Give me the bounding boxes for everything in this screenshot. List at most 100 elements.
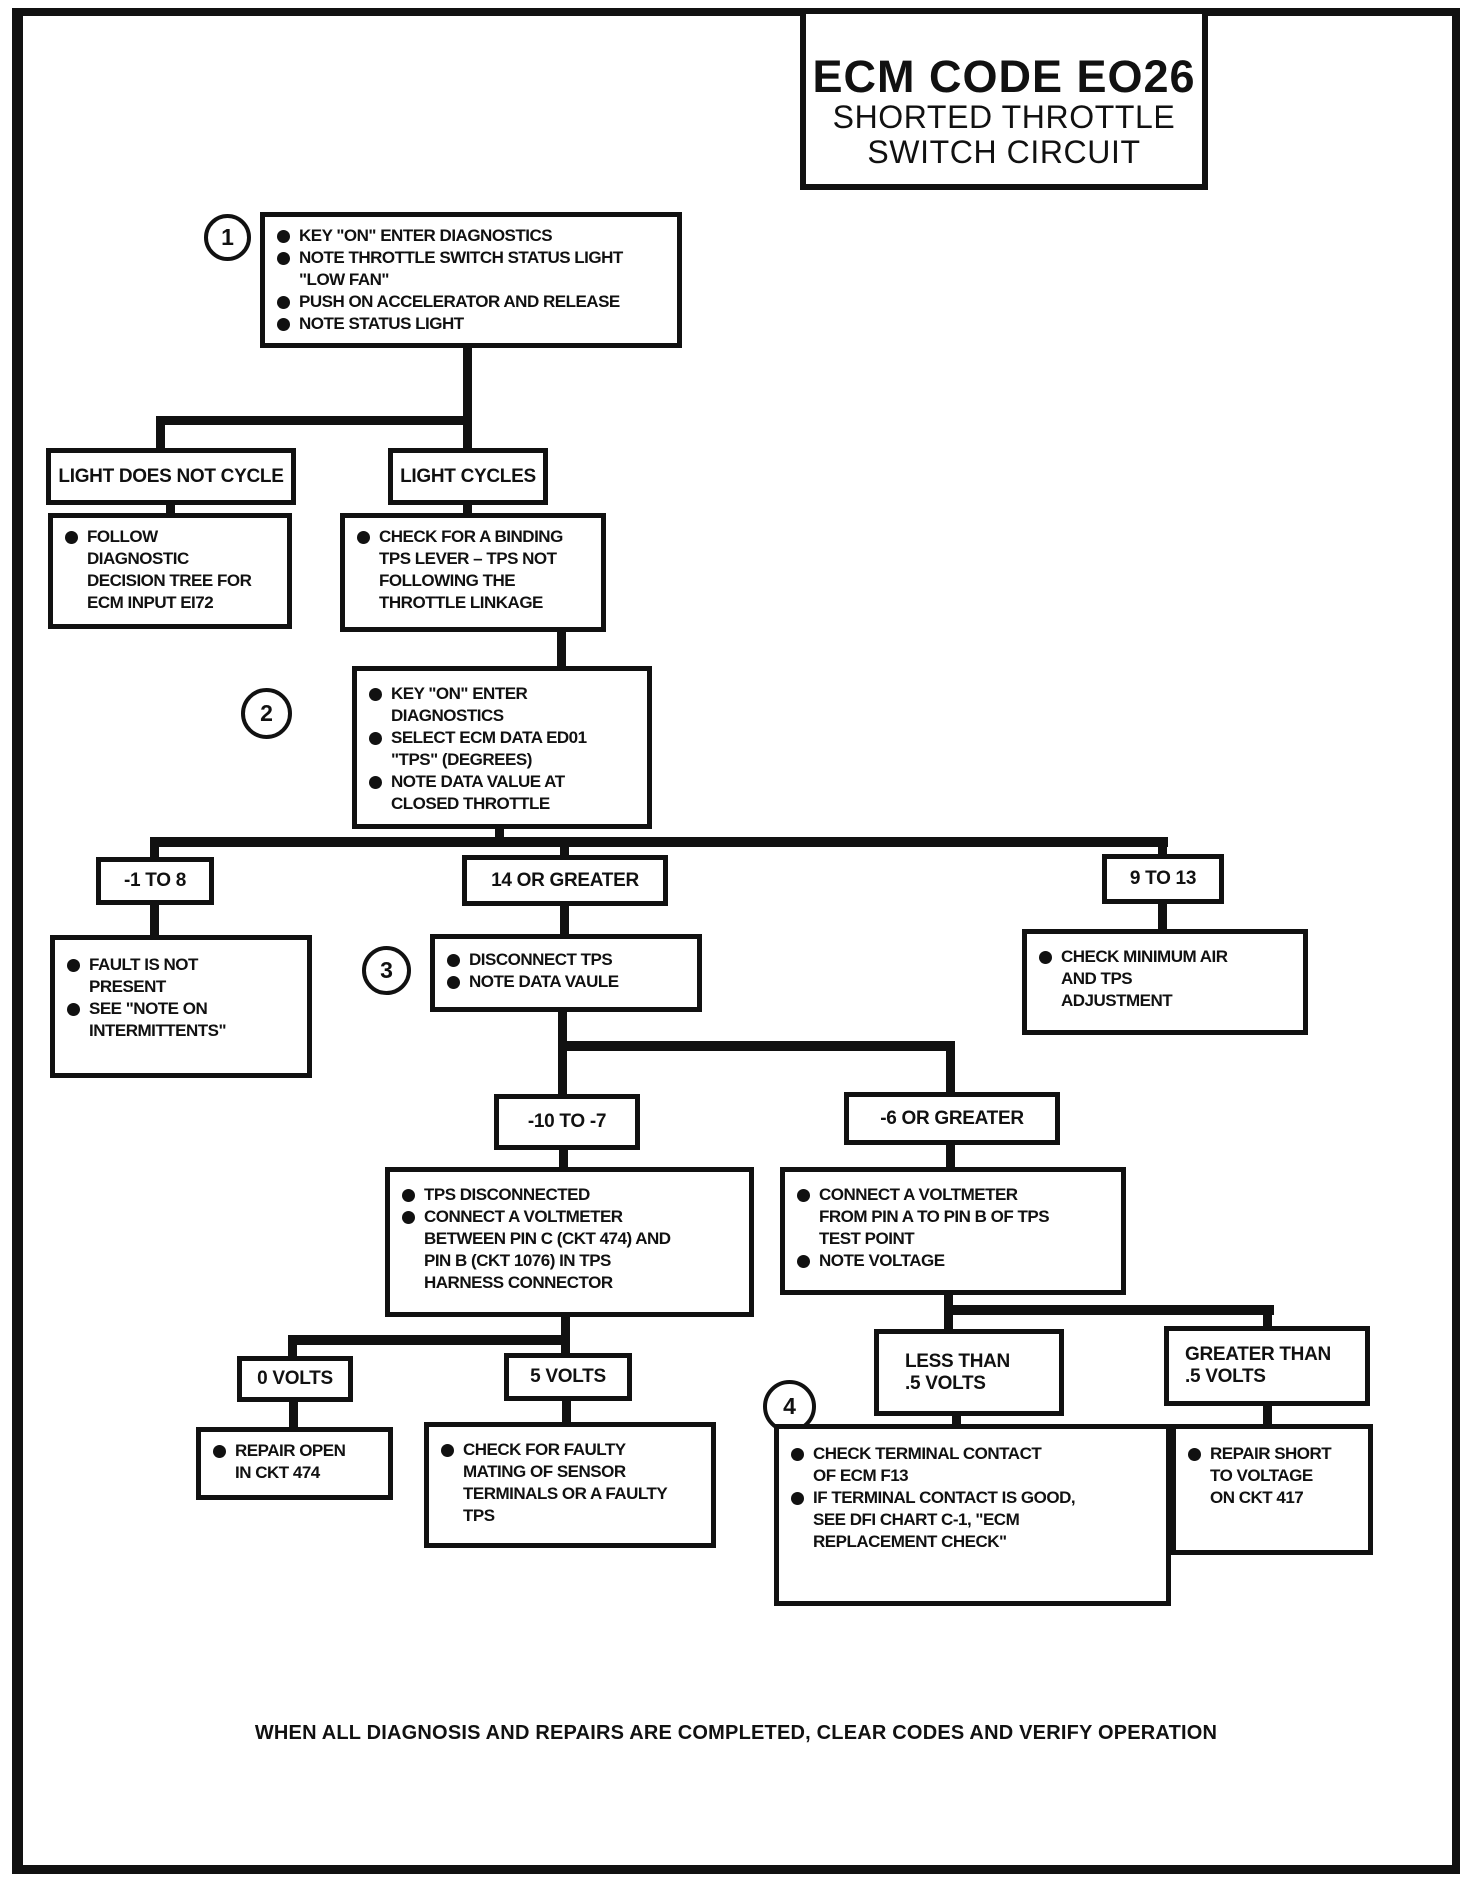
step-3-badge: 3	[362, 946, 411, 995]
bullet-item: CHECK FOR A BINDING TPS LEVER – TPS NOT …	[357, 526, 593, 614]
connector-to-14orgreater	[560, 837, 569, 857]
branch-neg1-to-8: -1 TO 8	[96, 857, 214, 905]
bullet-icon	[1039, 951, 1052, 964]
connector-neg6orgreater-down	[946, 1143, 955, 1169]
branch-label: 14 OR GREATER	[491, 869, 639, 891]
bullet-icon	[357, 531, 370, 544]
page-subtitle-line1: SHORTED THROTTLE	[832, 98, 1176, 135]
branch-label: LIGHT DOES NOT CYCLE	[58, 465, 284, 487]
bullet-icon	[791, 1492, 804, 1506]
bullet-text: NOTE DATA VAULE	[469, 972, 619, 992]
branch-9-to-13: 9 TO 13	[1102, 854, 1224, 904]
branch-light-cycles: LIGHT CYCLES	[388, 448, 548, 505]
action-check-faulty-mating: CHECK FOR FAULTY MATING OF SENSOR TERMIN…	[424, 1422, 716, 1548]
bullet-item: IF TERMINAL CONTACT IS GOOD, SEE DFI CHA…	[791, 1487, 1158, 1553]
bullet-item: CONNECT A VOLTMETER FROM PIN A TO PIN B …	[797, 1184, 1113, 1250]
bullet-icon	[447, 976, 460, 990]
bullet-text: CHECK FOR A BINDING TPS LEVER – TPS NOT …	[379, 527, 563, 613]
bullet-item: NOTE DATA VALUE AT CLOSED THROTTLE	[369, 771, 639, 815]
connector-tpsdisc-split	[288, 1335, 570, 1345]
bullet-text: NOTE VOLTAGE	[819, 1251, 945, 1271]
bullet-text: DISCONNECT TPS	[469, 950, 613, 969]
bullet-icon	[791, 1448, 804, 1461]
bullet-item: NOTE STATUS LIGHT	[277, 313, 669, 335]
connector-0volts-down	[289, 1400, 298, 1429]
bullet-icon	[797, 1189, 810, 1202]
connector-neg1to8-down	[150, 903, 159, 937]
action-fault-not-present: FAULT IS NOT PRESENT SEE "NOTE ON INTERM…	[50, 935, 312, 1078]
branch-neg10-to-neg7: -10 TO -7	[494, 1094, 640, 1150]
bullet-text: SELECT ECM DATA ED01 "TPS" (DEGREES)	[391, 728, 587, 770]
connector-9to13-down	[1158, 902, 1167, 931]
bullet-item: NOTE DATA VAULE	[447, 971, 689, 993]
connector-lessthan-down	[952, 1414, 961, 1426]
bullet-icon	[441, 1444, 454, 1457]
bullet-text: SEE "NOTE ON INTERMITTENTS"	[89, 999, 227, 1041]
bullet-item: FAULT IS NOT PRESENT	[67, 954, 299, 998]
connector-step1-down	[463, 344, 472, 450]
action-check-minimum-air: CHECK MINIMUM AIR AND TPS ADJUSTMENT	[1022, 929, 1308, 1035]
connector-greaterthan-down	[1263, 1404, 1272, 1426]
connector-14orgreater-down	[560, 904, 569, 936]
bullet-item: REPAIR SHORT TO VOLTAGE ON CKT 417	[1188, 1443, 1360, 1509]
branch-label-line1: LESS THAN	[905, 1350, 1010, 1372]
bullet-icon	[369, 732, 382, 746]
bullet-text: REPAIR OPEN IN CKT 474	[235, 1441, 346, 1483]
bullet-text: IF TERMINAL CONTACT IS GOOD, SEE DFI CHA…	[813, 1488, 1076, 1552]
bullet-item: NOTE VOLTAGE	[797, 1250, 1113, 1272]
bullet-icon	[67, 1003, 80, 1017]
bullet-text: PUSH ON ACCELERATOR AND RELEASE	[299, 292, 620, 312]
step1-box: KEY "ON" ENTER DIAGNOSTICS NOTE THROTTLE…	[260, 212, 682, 349]
step2-box: KEY "ON" ENTER DIAGNOSTICS SELECT ECM DA…	[352, 666, 652, 829]
step-4-number: 4	[783, 1393, 796, 1419]
bullet-text: CONNECT A VOLTMETER BETWEEN PIN C (CKT 4…	[424, 1207, 671, 1293]
bullet-text: NOTE STATUS LIGHT	[299, 314, 464, 334]
connector-to-greaterthan	[1263, 1305, 1272, 1328]
branch-less-than-half-volt: LESS THAN .5 VOLTS	[874, 1329, 1064, 1416]
bullet-text: CHECK MINIMUM AIR AND TPS ADJUSTMENT	[1061, 947, 1228, 1011]
action-follow-diagnostic: FOLLOW DIAGNOSTIC DECISION TREE FOR ECM …	[48, 513, 292, 629]
bullet-item: KEY "ON" ENTER DIAGNOSTICS	[369, 683, 639, 727]
branch-greater-than-half-volt: GREATER THAN .5 VOLTS	[1164, 1326, 1370, 1406]
branch-label-line1: GREATER THAN	[1185, 1344, 1331, 1366]
bullet-text: KEY "ON" ENTER DIAGNOSTICS	[391, 684, 528, 726]
page-subtitle-line2: SWITCH CIRCUIT	[867, 133, 1141, 170]
connector-connvolt-split	[944, 1305, 1274, 1315]
branch-label-line2: .5 VOLTS	[1185, 1366, 1266, 1387]
connector-to-0volts	[288, 1335, 297, 1358]
action-connect-voltmeter: CONNECT A VOLTMETER FROM PIN A TO PIN B …	[780, 1167, 1126, 1295]
action-check-binding-tps: CHECK FOR A BINDING TPS LEVER – TPS NOT …	[340, 513, 606, 632]
connector-to-neg10toneg7	[558, 1041, 567, 1096]
connector-step2-down	[495, 820, 504, 846]
action-repair-short: REPAIR SHORT TO VOLTAGE ON CKT 417	[1171, 1424, 1373, 1555]
bullet-item: FOLLOW DIAGNOSTIC DECISION TREE FOR ECM …	[65, 526, 279, 614]
bullet-icon	[277, 252, 290, 266]
connector-to-lessthan	[944, 1305, 953, 1331]
connector-neg10toneg7-down	[559, 1148, 568, 1169]
bullet-icon	[67, 959, 80, 972]
step-2-number: 2	[260, 700, 273, 726]
bullet-icon	[402, 1189, 415, 1202]
step-1-badge: 1	[204, 214, 251, 261]
connector-step3-down	[558, 1010, 567, 1046]
connector-step1-split	[156, 416, 472, 425]
step-3-number: 3	[380, 957, 393, 983]
step3-box: DISCONNECT TPS NOTE DATA VAULE	[430, 934, 702, 1012]
bullet-icon	[277, 318, 290, 332]
branch-label: LIGHT CYCLES	[400, 465, 536, 487]
connector-5volts-down	[562, 1399, 571, 1424]
bullet-text: CHECK TERMINAL CONTACT OF ECM F13	[813, 1444, 1042, 1486]
bullet-text: NOTE THROTTLE SWITCH STATUS LIGHT "LOW F…	[299, 248, 623, 290]
connector-binding-to-step2	[557, 629, 566, 668]
bullet-item: CHECK TERMINAL CONTACT OF ECM F13	[791, 1443, 1158, 1487]
connector-ldc-to-follow	[166, 503, 175, 515]
bullet-item: REPAIR OPEN IN CKT 474	[213, 1440, 380, 1484]
connector-to-light-does-not-cycle	[156, 416, 165, 450]
bullet-icon	[797, 1255, 810, 1269]
branch-label: -1 TO 8	[124, 870, 186, 892]
bullet-item: SEE "NOTE ON INTERMITTENTS"	[67, 998, 299, 1042]
branch-14-or-greater: 14 OR GREATER	[462, 855, 668, 906]
title-box: ECM CODE EO26 SHORTED THROTTLE SWITCH CI…	[800, 8, 1208, 190]
branch-0-volts: 0 VOLTS	[237, 1356, 353, 1402]
